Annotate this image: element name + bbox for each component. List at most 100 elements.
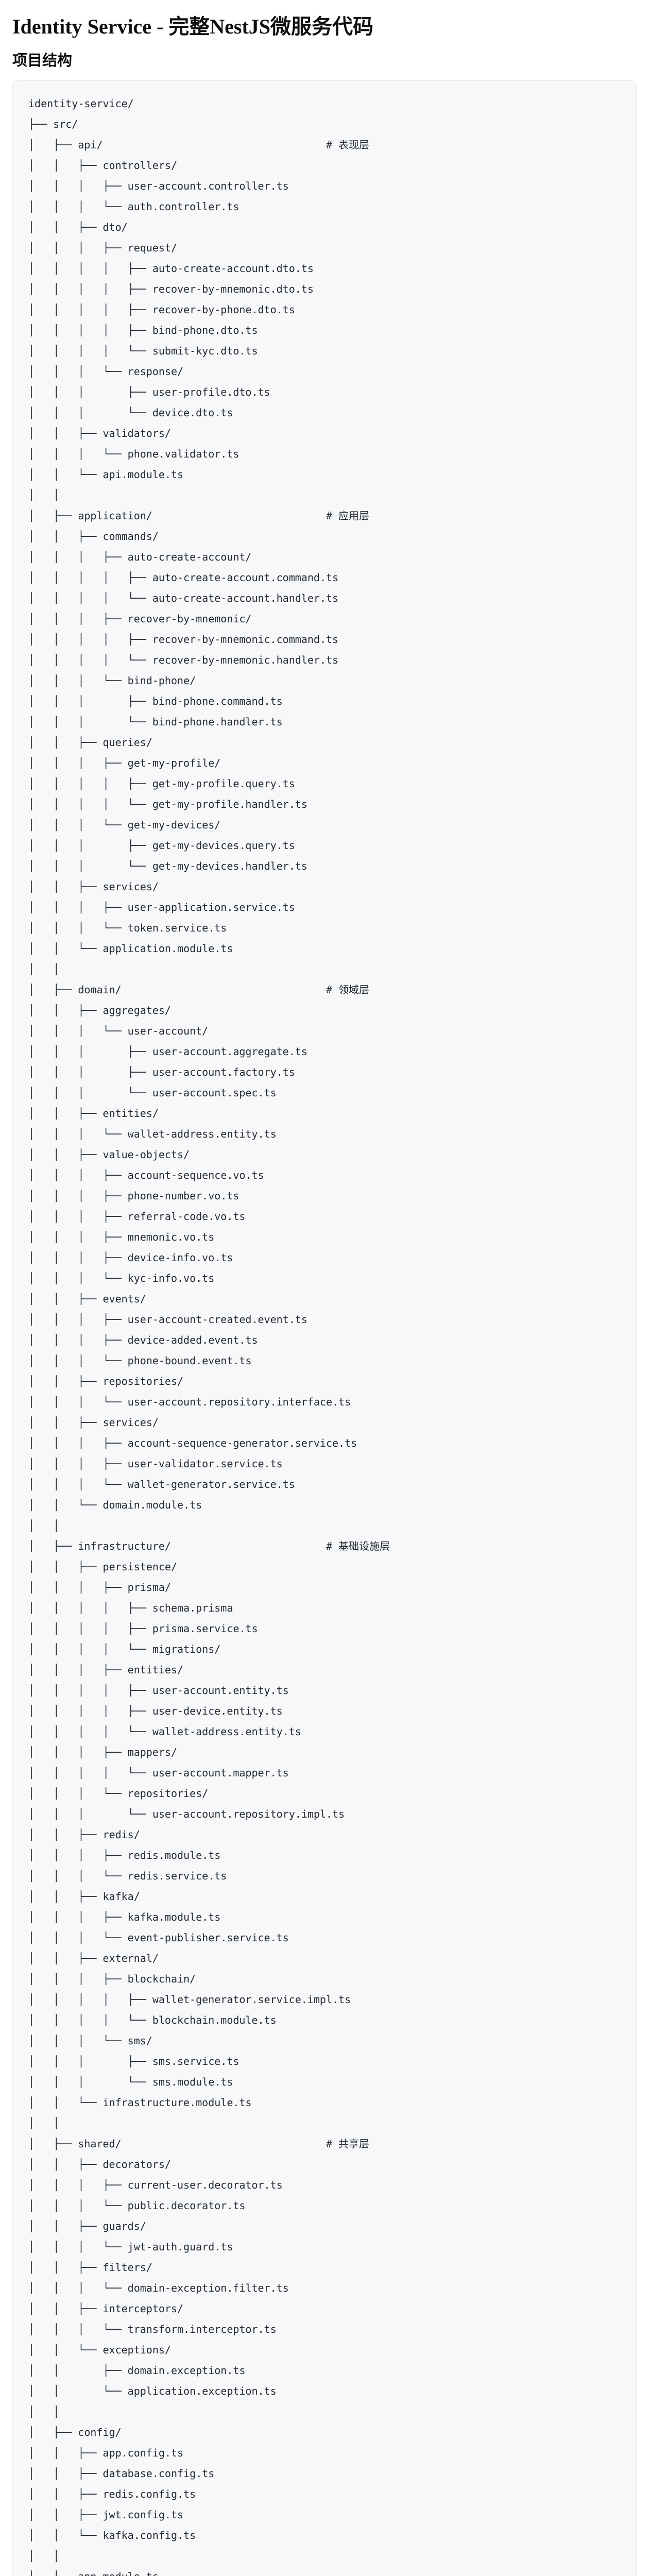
tree-line: │ │ │ └── bind-phone.handler.ts — [28, 716, 283, 728]
tree-line: │ │ ├── interceptors/ — [28, 2302, 184, 2315]
tree-line: │ │ └── infrastructure.module.ts — [28, 2096, 252, 2109]
tree-line: │ │ │ ├── request/ — [28, 242, 177, 254]
tree-line: │ │ │ │ └── migrations/ — [28, 1643, 221, 1655]
tree-line: │ │ ├── events/ — [28, 1293, 146, 1305]
tree-line: │ │ ├── decorators/ — [28, 2158, 171, 2171]
tree-line: │ │ │ ├── user-account.factory.ts — [28, 1066, 295, 1078]
tree-line: │ │ — [28, 2405, 60, 2418]
tree-line: │ │ │ ├── prisma/ — [28, 1581, 171, 1594]
tree-line: │ │ │ └── redis.service.ts — [28, 1870, 227, 1882]
tree-line: │ │ │ ├── account-sequence-generator.ser… — [28, 1437, 357, 1449]
tree-line: │ │ ├── commands/ — [28, 530, 159, 543]
tree-line: │ │ └── application.exception.ts — [28, 2385, 277, 2397]
tree-line: identity-service/ — [28, 97, 134, 110]
tree-line: │ │ │ └── user-account.spec.ts — [28, 1087, 277, 1099]
tree-path: │ ├── infrastructure/ — [28, 1540, 326, 1552]
tree-line: │ │ │ │ ├── prisma.service.ts — [28, 1622, 258, 1635]
tree-line: │ │ │ └── device.dto.ts — [28, 406, 233, 419]
tree-line: │ │ │ │ ├── user-account.entity.ts — [28, 1684, 289, 1697]
tree-path: │ ├── api/ — [28, 139, 326, 151]
tree-line: │ │ ├── external/ — [28, 1952, 159, 1964]
tree-line: │ │ │ │ ├── user-device.entity.ts — [28, 1705, 283, 1717]
tree-line: │ ├── application/ # 应用层 — [28, 505, 621, 526]
tree-line: │ │ │ ├── user-profile.dto.ts — [28, 386, 270, 398]
tree-line: │ │ ├── validators/ — [28, 427, 171, 439]
tree-line: │ ├── infrastructure/ # 基础设施层 — [28, 1536, 621, 1556]
tree-line: │ │ │ ├── entities/ — [28, 1664, 184, 1676]
tree-path: │ ├── shared/ — [28, 2138, 326, 2150]
tree-line: │ │ │ ├── sms.service.ts — [28, 2055, 240, 2067]
tree-line: │ ├── config/ — [28, 2426, 122, 2438]
tree-line: │ │ ├── services/ — [28, 880, 159, 893]
tree-line: │ │ │ │ └── wallet-address.entity.ts — [28, 1725, 301, 1738]
tree-line: │ │ └── kafka.config.ts — [28, 2529, 196, 2541]
tree-line: │ │ │ │ ├── recover-by-phone.dto.ts — [28, 303, 295, 316]
layer-comment: # 共享层 — [326, 2138, 370, 2150]
tree-line: │ │ ├── entities/ — [28, 1107, 159, 1120]
tree-line: │ │ │ └── response/ — [28, 365, 184, 378]
tree-line: │ │ │ └── sms/ — [28, 2035, 152, 2047]
tree-line: │ │ │ ├── kafka.module.ts — [28, 1911, 221, 1923]
tree-line: │ │ │ │ ├── bind-phone.dto.ts — [28, 324, 258, 336]
tree-line: │ │ — [28, 2550, 60, 2562]
tree-line: │ │ │ ├── recover-by-mnemonic/ — [28, 613, 252, 625]
layer-comment: # 表现层 — [326, 139, 370, 151]
tree-line: │ │ │ │ ├── auto-create-account.dto.ts — [28, 262, 314, 275]
tree-line: │ │ ├── persistence/ — [28, 1561, 177, 1573]
tree-line: │ │ ├── queries/ — [28, 736, 152, 749]
tree-line: │ │ │ │ └── user-account.mapper.ts — [28, 1767, 289, 1779]
tree-line: │ │ └── api.module.ts — [28, 468, 184, 481]
tree-line: │ │ │ │ ├── wallet-generator.service.imp… — [28, 1993, 351, 2006]
tree-line: │ │ ├── dto/ — [28, 221, 128, 233]
file-tree: identity-service/ ├── src/ │ ├── api/ # 表现… — [12, 80, 637, 2576]
tree-line: │ │ │ ├── get-my-profile/ — [28, 757, 221, 769]
tree-line: │ │ │ ├── user-application.service.ts — [28, 901, 295, 913]
tree-line: │ │ │ ├── user-account-created.event.ts — [28, 1313, 308, 1326]
tree-line: │ │ │ ├── user-account.aggregate.ts — [28, 1045, 308, 1058]
tree-line: │ │ ├── services/ — [28, 1416, 159, 1429]
tree-line: │ │ ├── controllers/ — [28, 159, 177, 172]
tree-line: │ │ │ └── user-account.repository.interf… — [28, 1396, 351, 1408]
tree-line: │ │ │ └── transform.interceptor.ts — [28, 2323, 277, 2335]
tree-line: │ │ │ │ ├── recover-by-mnemonic.command.… — [28, 633, 339, 646]
layer-comment: # 基础设施层 — [326, 1540, 390, 1552]
tree-line: │ │ │ ├── mappers/ — [28, 1746, 177, 1758]
tree-line: │ │ │ │ └── auto-create-account.handler.… — [28, 592, 339, 604]
tree-line: │ │ ├── redis/ — [28, 1828, 140, 1841]
tree-line: │ │ │ │ └── get-my-profile.handler.ts — [28, 798, 308, 810]
tree-line: │ │ │ ├── redis.module.ts — [28, 1849, 221, 1861]
tree-line: │ │ └── domain.module.ts — [28, 1499, 202, 1511]
tree-line: │ │ │ │ ├── auto-create-account.command.… — [28, 571, 339, 584]
tree-line: │ │ ├── value-objects/ — [28, 1148, 190, 1161]
tree-line: │ │ │ ├── blockchain/ — [28, 1973, 196, 1985]
tree-line: │ │ ├── database.config.ts — [28, 2467, 215, 2480]
tree-line: │ │ │ ├── bind-phone.command.ts — [28, 695, 283, 707]
tree-line: │ │ — [28, 2117, 60, 2129]
tree-line: │ │ │ │ └── blockchain.module.ts — [28, 2014, 277, 2026]
tree-line: │ │ └── application.module.ts — [28, 942, 233, 955]
tree-line: │ │ ├── domain.exception.ts — [28, 2364, 246, 2377]
tree-line: │ │ ├── repositories/ — [28, 1375, 184, 1387]
tree-line: │ │ │ └── token.service.ts — [28, 922, 227, 934]
tree-line: │ │ — [28, 1519, 60, 1532]
tree-line: │ │ │ └── sms.module.ts — [28, 2076, 233, 2088]
tree-line: │ │ │ ├── mnemonic.vo.ts — [28, 1231, 215, 1243]
tree-line: │ │ ├── redis.config.ts — [28, 2488, 196, 2500]
layer-comment: # 应用层 — [326, 510, 370, 522]
tree-line: ├── src/ — [28, 118, 78, 130]
tree-line: │ │ │ │ ├── recover-by-mnemonic.dto.ts — [28, 283, 314, 295]
tree-path: │ ├── application/ — [28, 510, 326, 522]
tree-line: │ │ │ └── event-publisher.service.ts — [28, 1931, 289, 1944]
page-title: Identity Service - 完整NestJS微服务代码 — [12, 15, 374, 38]
tree-line: │ │ │ ├── phone-number.vo.ts — [28, 1190, 240, 1202]
tree-line: │ │ │ └── wallet-address.entity.ts — [28, 1128, 277, 1140]
tree-line: │ │ ├── kafka/ — [28, 1890, 140, 1903]
tree-line: │ │ │ │ └── submit-kyc.dto.ts — [28, 345, 258, 357]
tree-line: │ │ │ ├── account-sequence.vo.ts — [28, 1169, 264, 1181]
tree-line: │ │ │ │ └── recover-by-mnemonic.handler.… — [28, 654, 339, 666]
tree-line: │ │ │ └── get-my-devices.handler.ts — [28, 860, 308, 872]
tree-line: │ │ └── exceptions/ — [28, 2344, 171, 2356]
tree-line: │ │ │ │ ├── get-my-profile.query.ts — [28, 777, 295, 790]
tree-line: │ │ │ └── wallet-generator.service.ts — [28, 1478, 295, 1490]
